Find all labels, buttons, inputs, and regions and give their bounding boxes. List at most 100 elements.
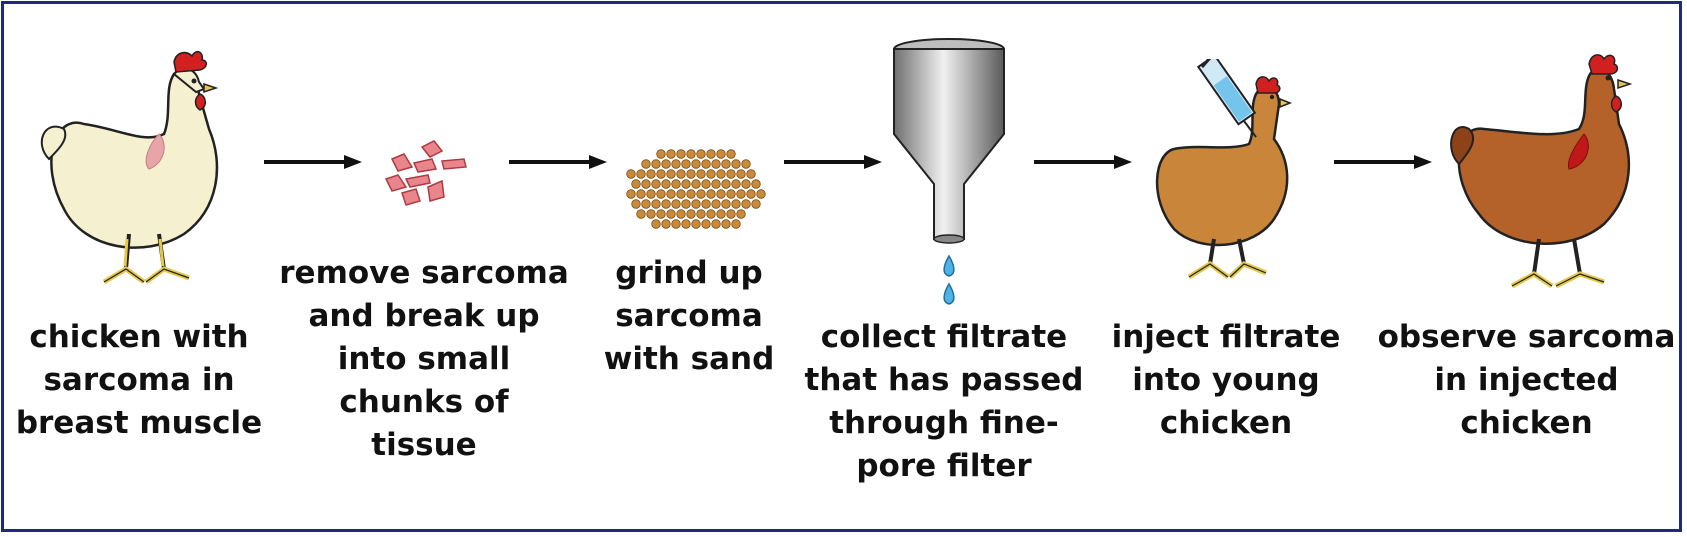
sand-grain bbox=[666, 149, 676, 159]
sand-grain bbox=[646, 209, 656, 219]
step-4-label: collect filtrate that has passed through… bbox=[804, 319, 1084, 484]
sand-grain bbox=[711, 219, 721, 229]
step-1-label: chicken with sarcoma in breast muscle bbox=[15, 319, 263, 441]
process-arrow-2 bbox=[509, 155, 607, 169]
sand-grain bbox=[711, 179, 721, 189]
sand-grain bbox=[706, 209, 716, 219]
sand-grain bbox=[681, 219, 691, 229]
sand-grain bbox=[731, 219, 741, 229]
sand-grain bbox=[721, 219, 731, 229]
process-arrow-1 bbox=[264, 155, 362, 169]
sand-grain bbox=[671, 159, 681, 169]
young-hen-injection-illustration bbox=[1155, 59, 1293, 280]
sand-grain bbox=[686, 149, 696, 159]
sand-grain bbox=[716, 189, 726, 199]
sand-grain bbox=[641, 179, 651, 189]
sand-grain bbox=[646, 169, 656, 179]
sand-grain bbox=[631, 199, 641, 209]
sand-grain bbox=[671, 219, 681, 229]
filter-funnel-illustration bbox=[893, 38, 1005, 305]
sand-grain bbox=[701, 179, 711, 189]
sand-grain bbox=[666, 169, 676, 179]
sand-grain bbox=[731, 179, 741, 189]
process-arrow-3 bbox=[784, 155, 882, 169]
filtrate-drop-icon bbox=[943, 282, 955, 305]
sand-grain bbox=[741, 179, 751, 189]
sand-grain bbox=[746, 169, 756, 179]
breast-sarcoma-mark bbox=[145, 133, 165, 170]
sand-grain bbox=[721, 179, 731, 189]
sand-grain bbox=[711, 199, 721, 209]
sand-grain bbox=[691, 199, 701, 209]
sand-grain bbox=[651, 219, 661, 229]
sand-grain bbox=[681, 159, 691, 169]
sand-grain bbox=[726, 209, 736, 219]
sand-grain bbox=[701, 159, 711, 169]
sand-grain bbox=[641, 199, 651, 209]
sand-grain bbox=[736, 189, 746, 199]
sand-grain bbox=[641, 159, 651, 169]
step-6-label: observe sarcoma in injected chicken bbox=[1377, 319, 1676, 441]
step-3-label: grind up sarcoma with sand bbox=[603, 255, 775, 377]
sand-grain bbox=[656, 169, 666, 179]
sand-grain bbox=[756, 189, 766, 199]
sand-grain bbox=[666, 209, 676, 219]
sand-grain bbox=[696, 209, 706, 219]
step-5-label: inject filtrate into young chicken bbox=[1111, 319, 1341, 441]
sand-grain bbox=[626, 189, 636, 199]
sand-grain bbox=[656, 189, 666, 199]
sand-grain bbox=[706, 189, 716, 199]
sand-grain bbox=[651, 179, 661, 189]
sand-grain bbox=[726, 189, 736, 199]
sand-grain bbox=[656, 209, 666, 219]
sand-grain bbox=[651, 199, 661, 209]
process-arrow-4 bbox=[1034, 155, 1132, 169]
sand-grain bbox=[686, 209, 696, 219]
sand-grain bbox=[676, 149, 686, 159]
sand-grain bbox=[706, 149, 716, 159]
sand-grain bbox=[666, 189, 676, 199]
sand-grain bbox=[721, 199, 731, 209]
sand-grain bbox=[681, 179, 691, 189]
sand-grain bbox=[711, 159, 721, 169]
sand-grain bbox=[676, 169, 686, 179]
sand-grain bbox=[646, 189, 656, 199]
sand-grain bbox=[751, 199, 761, 209]
sand-grain bbox=[686, 169, 696, 179]
sand-grain bbox=[676, 189, 686, 199]
sand-grain bbox=[671, 179, 681, 189]
hen-with-sarcoma-illustration bbox=[40, 50, 219, 285]
sand-grain bbox=[706, 169, 716, 179]
sand-grain bbox=[651, 159, 661, 169]
visible-sarcoma-mark bbox=[1567, 133, 1589, 170]
sand-grain bbox=[636, 169, 646, 179]
sand-grain bbox=[716, 149, 726, 159]
sand-grain bbox=[716, 169, 726, 179]
sand-grain bbox=[696, 169, 706, 179]
sand-grain bbox=[736, 209, 746, 219]
injected-hen-with-sarcoma-illustration bbox=[1450, 54, 1633, 289]
sand-grain bbox=[741, 199, 751, 209]
sand-grain bbox=[691, 159, 701, 169]
filtrate-drop-icon bbox=[943, 254, 955, 277]
sand-grain bbox=[701, 199, 711, 209]
sand-grain bbox=[686, 189, 696, 199]
sand-grain bbox=[661, 179, 671, 189]
sand-grain bbox=[731, 159, 741, 169]
sand-grain bbox=[751, 179, 761, 189]
sand-grain bbox=[721, 159, 731, 169]
sand-grain bbox=[656, 149, 666, 159]
sand-grain bbox=[661, 159, 671, 169]
sand-grain bbox=[726, 149, 736, 159]
sand-grain bbox=[661, 199, 671, 209]
sand-grain bbox=[671, 199, 681, 209]
sand-pile-illustration bbox=[626, 149, 766, 229]
syringe-icon bbox=[1196, 59, 1257, 138]
sand-grain bbox=[661, 219, 671, 229]
step-2-label: remove sarcoma and break up into small c… bbox=[279, 255, 569, 463]
sand-grain bbox=[636, 209, 646, 219]
sand-grain bbox=[696, 149, 706, 159]
sand-grain bbox=[736, 169, 746, 179]
tissue-chunks-illustration bbox=[384, 140, 467, 206]
